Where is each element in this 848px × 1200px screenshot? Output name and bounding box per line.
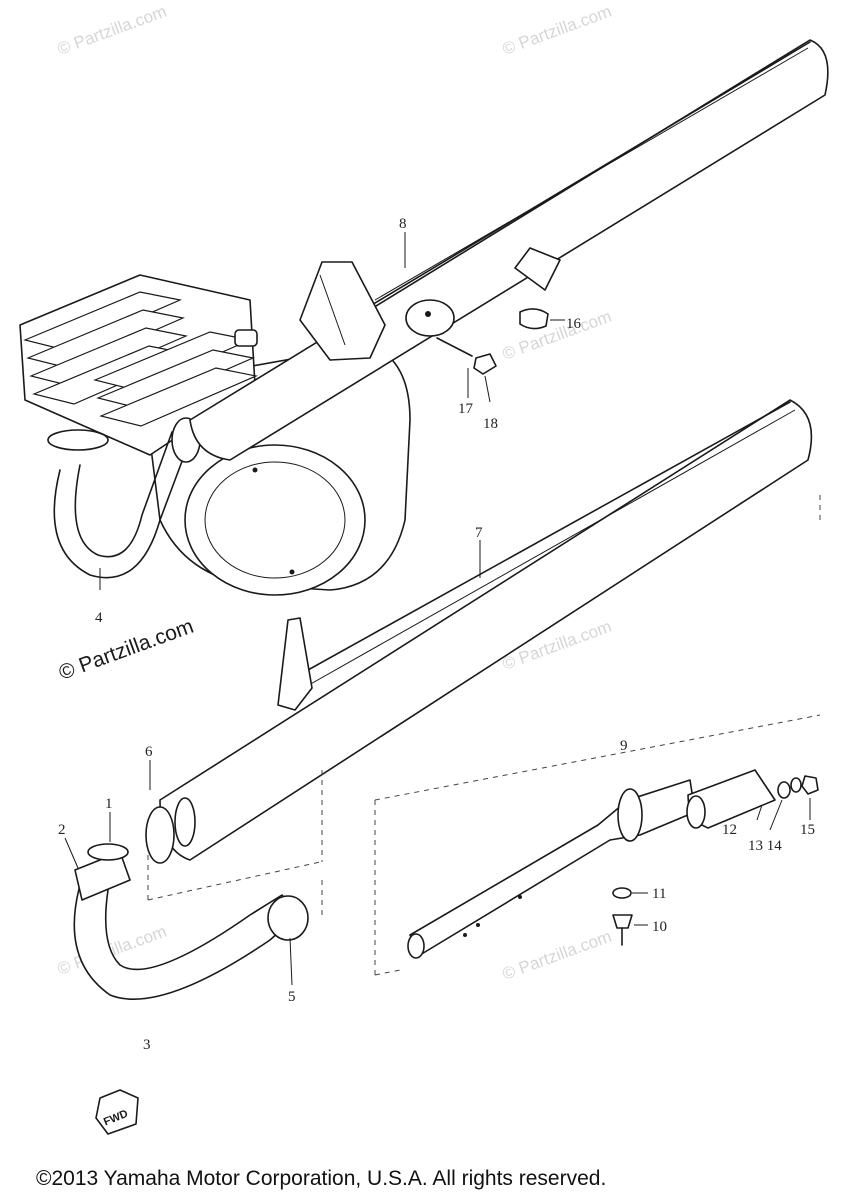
partzilla-watermark: © Partzilla.com (56, 615, 197, 685)
silencer-assembly (374, 714, 821, 976)
callout-13-14: 13 14 (748, 838, 782, 854)
callout-leaders (64, 232, 811, 986)
callout-1: 1 (105, 796, 113, 812)
callout-8: 8 (399, 216, 407, 232)
exhaust-pipe-lower (73, 770, 323, 1001)
fwd-direction-marker: FWD (95, 1089, 139, 1135)
callout-3: 3 (143, 1037, 151, 1053)
callout-6: 6 (145, 744, 153, 760)
cylinder-fins (23, 291, 258, 427)
callout-7: 7 (475, 525, 483, 541)
callout-10: 10 (652, 919, 667, 935)
watermark: © Partzilla.com (55, 2, 169, 59)
muffler-lower (145, 399, 821, 864)
callout-2: 2 (58, 822, 66, 838)
callout-18: 18 (483, 416, 498, 432)
watermark: © Partzilla.com (500, 927, 614, 984)
callout-15: 15 (800, 822, 815, 838)
muffler-upper (189, 39, 829, 461)
callout-16: 16 (566, 316, 582, 332)
callout-4: 4 (95, 610, 103, 626)
callout-5: 5 (288, 989, 296, 1005)
copyright-notice: ©2013 Yamaha Motor Corporation, U.S.A. A… (36, 1167, 606, 1190)
callout-17: 17 (458, 401, 474, 417)
watermark: © Partzilla.com (500, 307, 614, 364)
callout-12: 12 (722, 822, 737, 838)
callout-9: 9 (620, 738, 628, 754)
part-number-callouts: 8 16 17 18 7 4 6 9 1 2 12 13 14 15 11 10… (58, 216, 815, 1053)
callout-11: 11 (652, 886, 666, 902)
watermark: © Partzilla.com (500, 2, 614, 59)
